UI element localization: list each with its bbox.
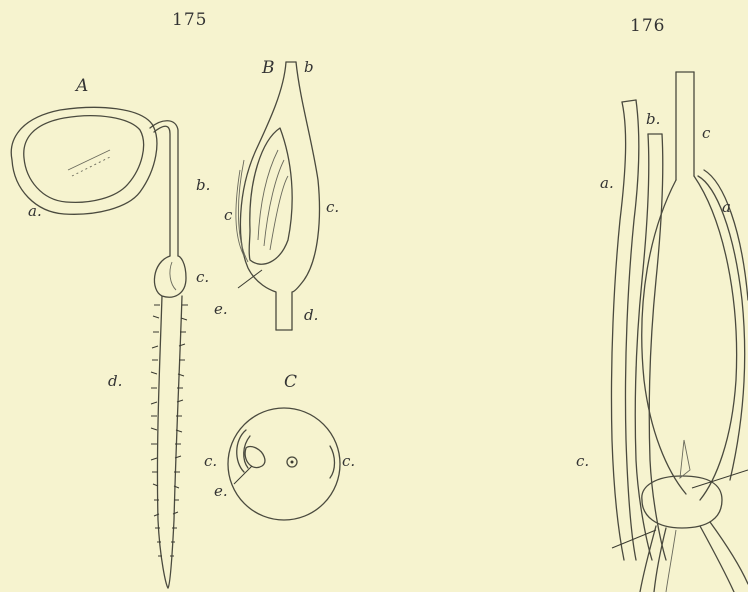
label-C-c-right: c.: [342, 452, 355, 470]
label-B-c-right: c.: [326, 198, 339, 216]
panel-title-C: C: [284, 372, 297, 392]
fig175-A-seedling: [11, 107, 188, 588]
figure-number-175: 175: [172, 10, 207, 30]
label-C-c-left: c.: [204, 452, 217, 470]
label-A-c: c.: [196, 268, 209, 286]
label-C-e: e.: [214, 482, 228, 500]
fig175-B-section: [236, 62, 320, 330]
label-176-a-right: a: [722, 198, 731, 216]
label-176-b: b.: [646, 110, 660, 128]
label-B-c-left: c: [224, 206, 232, 224]
label-176-c-top: c: [702, 124, 710, 142]
fig176-drawing: [611, 72, 748, 592]
label-176-c-lower: c.: [576, 452, 589, 470]
figure-number-176: 176: [630, 16, 665, 36]
label-A-a: a.: [28, 202, 42, 220]
panel-title-A: A: [76, 76, 88, 96]
panel-title-B: B: [262, 58, 275, 78]
label-A-d: d.: [108, 372, 122, 390]
label-176-a-left: a.: [600, 174, 614, 192]
fig175-C-cross-section: [228, 408, 340, 520]
label-B-b: b: [304, 58, 314, 76]
label-B-e: e.: [214, 300, 228, 318]
label-B-d: d.: [304, 306, 318, 324]
label-A-b: b.: [196, 176, 210, 194]
